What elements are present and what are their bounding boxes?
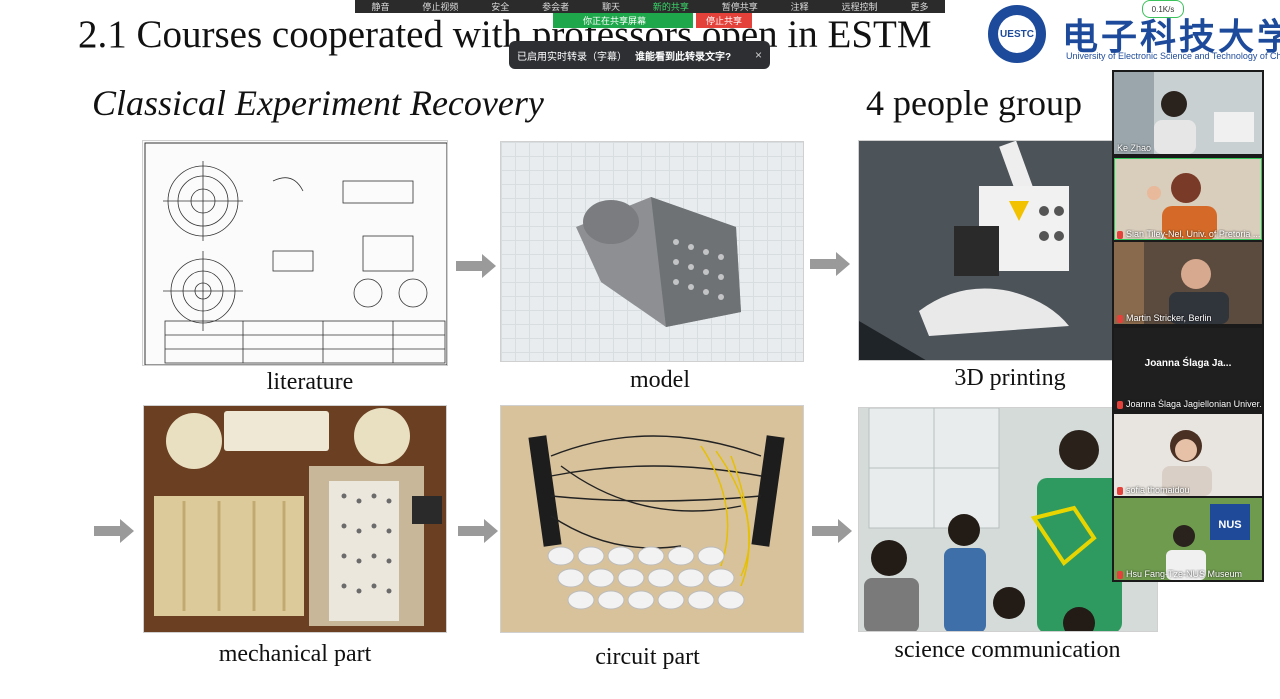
stop-share-label: 停止共享 [705, 16, 742, 26]
seal-text: UESTC [998, 15, 1036, 53]
participant-tile[interactable]: Martin Stricker, Berlin [1114, 242, 1262, 324]
slide-subtitle: Classical Experiment Recovery [92, 83, 544, 123]
toolbar-remote-control[interactable]: 远程控制 [841, 2, 878, 12]
toolbar-participants[interactable]: 参会者 [542, 2, 570, 12]
literature-drawing-image [142, 140, 448, 366]
participant-tile[interactable]: Joanna Ślaga Ja... Joanna Ślaga Jagiello… [1114, 328, 1262, 410]
participant-name: Martin Stricker, Berlin [1117, 313, 1212, 323]
caption-mechanical-part: mechanical part [218, 641, 372, 667]
participant-name: Hsu Fang-Tze-NUS Museum [1117, 569, 1242, 579]
participant-video [1114, 158, 1262, 240]
toolbar-stop-video[interactable]: 停止视频 [422, 2, 459, 12]
meeting-toolbar: 静音 停止视频 安全 参会者 聊天 新的共享 暂停共享 注释 远程控制 更多 [355, 0, 945, 13]
arrow-right-icon [456, 254, 496, 278]
svg-text:NUS: NUS [1218, 519, 1241, 531]
participant-name: Joanna Ślaga Jagiellonian Univer... [1117, 399, 1261, 409]
participant-video [1114, 242, 1262, 324]
toolbar-mute[interactable]: 静音 [371, 2, 390, 12]
3d-printing-image [858, 140, 1114, 361]
caption-literature: literature [266, 369, 354, 395]
who-can-see-transcript-link[interactable]: 谁能看到此转录文字? [635, 51, 732, 63]
university-name-cn: 电子科技大学 [1062, 16, 1280, 58]
toolbar-pause-share[interactable]: 暂停共享 [721, 2, 758, 12]
science-communication-image [858, 407, 1158, 632]
circuit-part-image [500, 405, 804, 633]
toolbar-security[interactable]: 安全 [491, 2, 510, 12]
muted-mic-icon [1117, 486, 1123, 495]
caption-science-communication: science communication [894, 637, 1121, 663]
network-speed-badge: 0.1K/s [1142, 0, 1184, 18]
participant-name: Ke Zhao [1117, 143, 1152, 153]
live-transcript-notice: 已启用实时转录（字幕） 谁能看到此转录文字? × [509, 41, 770, 69]
participant-tile[interactable]: NUS Hsu Fang-Tze-NUS Museum [1114, 498, 1262, 580]
caption-3d-printing: 3D printing [954, 365, 1066, 391]
close-icon[interactable]: × [754, 48, 762, 62]
caption-model: model [630, 367, 690, 393]
3d-model-image [500, 141, 804, 362]
participant-name: Sian Tiley-Nel, Univ. of Pretoria ... [1117, 229, 1260, 239]
participant-display-name: Joanna Ślaga Ja... [1144, 358, 1232, 369]
participant-name: sofia thomaidou [1117, 485, 1190, 495]
participant-tile[interactable]: Sian Tiley-Nel, Univ. of Pretoria ... [1114, 158, 1262, 240]
live-transcript-text: 已启用实时转录（字幕） [517, 51, 627, 63]
university-seal-logo: UESTC [988, 5, 1046, 63]
sharing-screen-label: 你正在共享屏幕 [583, 16, 647, 26]
university-name-en: University of Electronic Science and Tec… [1066, 51, 1280, 61]
muted-mic-icon [1117, 230, 1123, 239]
participant-tile[interactable]: sofia thomaidou [1114, 414, 1262, 496]
participant-video-panel: Ke Zhao Sian Tiley-Nel, Univ. of Pretori… [1112, 70, 1264, 582]
network-speed-value: 0.1K/s [1151, 4, 1175, 14]
participant-video [1114, 72, 1262, 154]
group-label: 4 people group [866, 83, 1082, 123]
toolbar-chat[interactable]: 聊天 [602, 2, 621, 12]
arrow-right-icon [810, 252, 850, 276]
toolbar-more[interactable]: 更多 [910, 2, 929, 12]
arrow-right-icon [94, 519, 134, 543]
arrow-right-icon [812, 519, 852, 543]
stop-share-button[interactable]: 停止共享 [696, 13, 752, 28]
mechanical-part-image [143, 405, 447, 633]
arrow-right-icon [458, 519, 498, 543]
participant-video [1114, 414, 1262, 496]
participant-video: NUS [1114, 498, 1262, 580]
toolbar-annotate[interactable]: 注释 [790, 2, 809, 12]
sharing-screen-banner: 你正在共享屏幕 [553, 13, 693, 28]
participant-tile[interactable]: Ke Zhao [1114, 72, 1262, 154]
caption-circuit-part: circuit part [595, 644, 700, 670]
muted-mic-icon [1117, 400, 1123, 409]
muted-mic-icon [1117, 314, 1123, 323]
muted-mic-icon [1117, 570, 1123, 579]
slide-title: 2.1 Courses cooperated with professors o… [78, 13, 932, 56]
toolbar-new-share[interactable]: 新的共享 [652, 2, 689, 12]
